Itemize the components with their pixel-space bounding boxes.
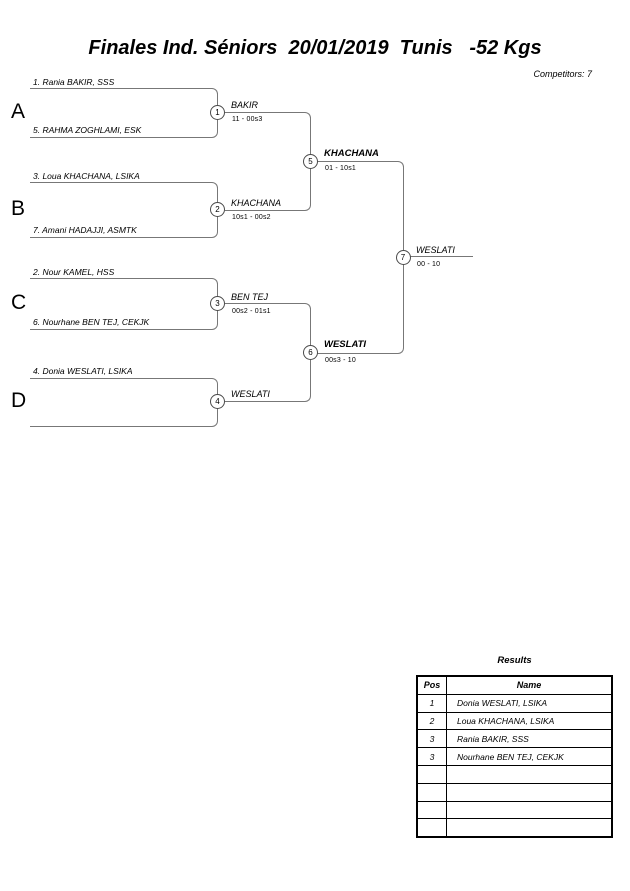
match-6-winner: WESLATI	[324, 339, 367, 350]
match-6-number-circle: 6	[303, 345, 318, 360]
result-name	[446, 782, 613, 802]
connector-match-5	[317, 160, 404, 258]
bracket-lines-pool-d	[30, 377, 218, 427]
competitor-name-b-bottom: 7. Amani HADAJJI, ASMTK	[33, 225, 137, 235]
match-5-winner: KHACHANA	[324, 147, 379, 159]
results-row-1: 1 Donia WESLATI, LSIKA	[416, 693, 613, 713]
competitor-name-d-top: 4. Donia WESLATI, LSIKA	[33, 366, 133, 376]
competitor-name-a-top: 1. Rania BAKIR, SSS	[33, 76, 115, 87]
pool-letter-b: B	[11, 197, 26, 220]
results-row-8	[416, 818, 613, 838]
competitor-name-c-bottom: 6. Nourhane BEN TEJ, CEKJK	[33, 317, 150, 327]
bracket-lines-pool-a	[30, 88, 218, 138]
connector-match-3	[225, 303, 311, 353]
result-name: Nourhane BEN TEJ, CEKJK	[446, 747, 613, 766]
result-name: Donia WESLATI, LSIKA	[446, 693, 613, 713]
results-row-3: 3 Rania BAKIR, SSS	[416, 729, 613, 749]
final-winner-line	[410, 256, 473, 258]
connector-match-2	[225, 161, 311, 211]
result-pos: 2	[416, 711, 447, 731]
match-7-number-circle: 7	[395, 249, 411, 265]
result-pos	[416, 800, 447, 820]
results-col-pos: Pos	[416, 675, 447, 695]
match-3-winner: BEN TEJ	[231, 291, 269, 302]
bracket-lines-pool-b	[30, 182, 218, 238]
result-pos	[416, 818, 447, 838]
match-1-number-circle: 1	[210, 104, 225, 120]
match-2-number-circle: 2	[210, 202, 225, 217]
match-4-number-circle: 4	[210, 393, 225, 409]
results-row-4: 3 Nourhane BEN TEJ, CEKJK	[416, 747, 613, 766]
connector-match-6	[317, 257, 404, 354]
match-7-score: 00 - 10	[417, 261, 441, 268]
result-name	[446, 818, 613, 838]
connector-match-4	[225, 352, 311, 402]
result-pos: 3	[416, 747, 447, 766]
match-4-winner: WESLATI	[231, 389, 270, 399]
bracket-lines-pool-c	[30, 278, 218, 330]
match-2-winner: KHACHANA	[231, 197, 282, 208]
results-table: Pos Name 1 Donia WESLATI, LSIKA 2 Loua K…	[416, 675, 613, 839]
results-title: Results	[497, 655, 532, 666]
match-5-number-circle: 5	[303, 153, 318, 169]
match-3-score: 00s2 - 01s1	[232, 307, 271, 315]
result-pos: 1	[416, 693, 447, 713]
match-3-number-circle: 3	[210, 296, 225, 311]
match-6-score: 00s3 - 10	[325, 356, 356, 364]
results-row-5	[416, 764, 613, 784]
competitor-name-a-bottom: 5. RAHMA ZOGHLAMI, ESK	[33, 124, 142, 135]
competitor-name-b-top: 3. Loua KHACHANA, LSIKA	[33, 170, 140, 181]
result-pos	[416, 764, 447, 784]
pool-letter-c: C	[11, 291, 27, 314]
results-row-7	[416, 800, 613, 820]
page-title: Finales Ind. Séniors 20/01/2019 Tunis -5…	[88, 37, 542, 59]
results-row-2: 2 Loua KHACHANA, LSIKA	[416, 711, 613, 731]
result-pos	[416, 782, 447, 802]
match-1-winner: BAKIR	[231, 100, 259, 110]
result-name	[446, 764, 613, 784]
competitor-name-c-top: 2. Nour KAMEL, HSS	[33, 266, 115, 277]
match-7-winner: WESLATI	[416, 244, 455, 255]
match-5-score: 01 - 10s1	[325, 165, 356, 172]
result-pos: 3	[416, 729, 447, 749]
result-name: Rania BAKIR, SSS	[446, 729, 613, 749]
results-header-row: Pos Name	[416, 675, 613, 695]
results-row-6	[416, 782, 613, 802]
connector-match-1	[225, 111, 311, 162]
pool-letter-a: A	[11, 100, 26, 123]
pool-letter-d: D	[11, 389, 27, 412]
match-2-score: 10s1 - 00s2	[232, 213, 271, 221]
match-1-score: 11 - 00s3	[232, 116, 263, 123]
competitors-count: Competitors: 7	[533, 69, 592, 79]
result-name: Loua KHACHANA, LSIKA	[446, 711, 613, 731]
results-col-name: Name	[446, 675, 613, 695]
result-name	[446, 800, 613, 820]
